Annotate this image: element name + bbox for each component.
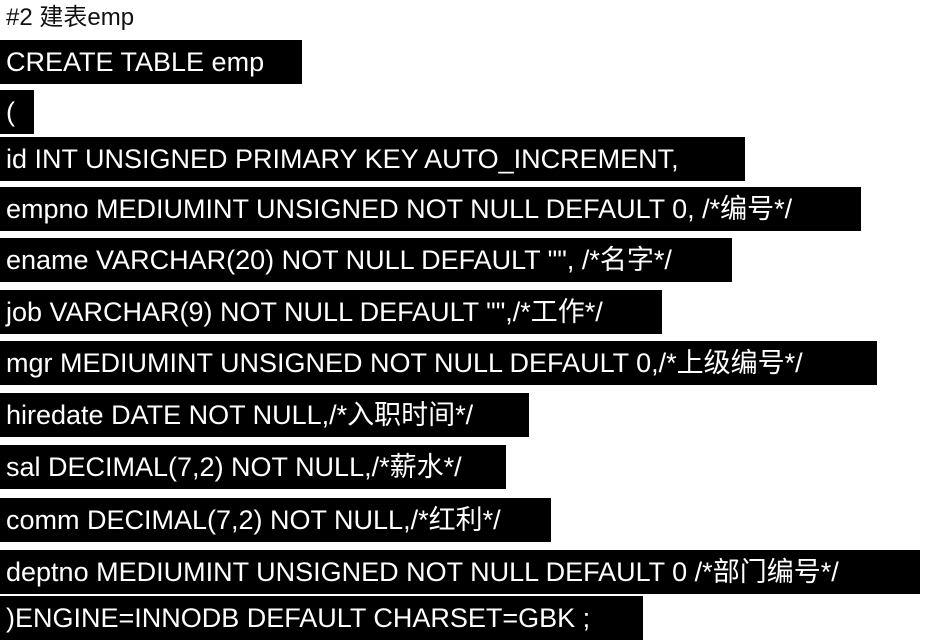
code-line: deptno MEDIUMINT UNSIGNED NOT NULL DEFAU…	[0, 550, 920, 594]
section-heading: #2 建表emp	[6, 4, 135, 31]
code-line: empno MEDIUMINT UNSIGNED NOT NULL DEFAUL…	[0, 187, 861, 231]
code-line: mgr MEDIUMINT UNSIGNED NOT NULL DEFAULT …	[0, 341, 877, 385]
code-line: job VARCHAR(9) NOT NULL DEFAULT "",/*工作*…	[0, 290, 662, 334]
code-line: id INT UNSIGNED PRIMARY KEY AUTO_INCREME…	[0, 137, 745, 181]
code-line: (	[0, 90, 34, 134]
code-line: hiredate DATE NOT NULL,/*入职时间*/	[0, 393, 529, 437]
code-line: comm DECIMAL(7,2) NOT NULL,/*红利*/	[0, 498, 551, 542]
code-line: CREATE TABLE emp	[0, 40, 302, 84]
code-line: )ENGINE=INNODB DEFAULT CHARSET=GBK ;	[0, 596, 643, 640]
code-line: ename VARCHAR(20) NOT NULL DEFAULT "", /…	[0, 238, 732, 282]
code-line: sal DECIMAL(7,2) NOT NULL,/*薪水*/	[0, 445, 506, 489]
